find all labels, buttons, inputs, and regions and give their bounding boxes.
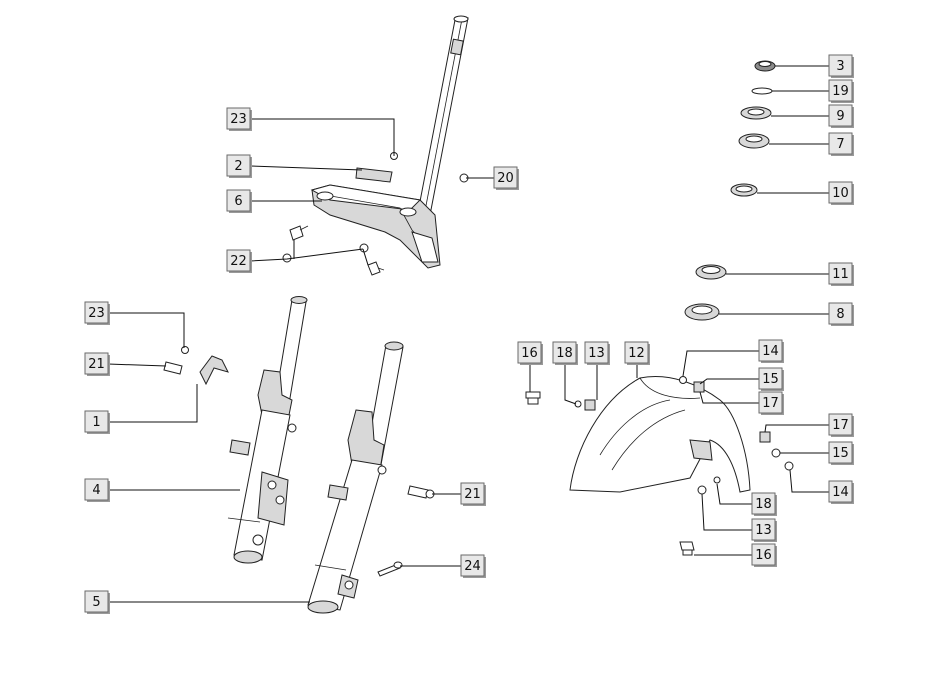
callout-text: 7 [836,137,844,152]
callout-13-top: 13 [584,341,610,365]
callout-text: 21 [88,357,105,372]
callout-21-left: 21 [84,352,110,376]
callout-text: 2 [234,159,242,174]
callout-18-top: 18 [552,341,578,365]
callout-text: 18 [556,346,573,361]
callout-text: 14 [762,344,779,359]
callout-17-top: 17 [758,391,784,415]
callout-text: 4 [92,483,100,498]
callout-text: 17 [832,418,849,433]
callout-12: 12 [624,341,650,365]
callout-text: 12 [628,346,645,361]
callout-text: 13 [755,523,772,538]
callout-text: 6 [234,194,242,209]
callout-text: 9 [836,109,844,124]
callout-8: 8 [828,302,854,326]
callout-20: 20 [493,166,519,190]
callout-5: 5 [84,590,110,614]
callout-10: 10 [828,181,854,205]
callout-text: 22 [230,254,247,269]
callout-text: 23 [88,306,105,321]
front-fender [525,376,794,556]
callout-17-right: 17 [828,413,854,437]
callout-13-bottom: 13 [751,518,777,542]
callout-text: 10 [832,186,849,201]
callout-24: 24 [460,554,486,578]
leader-lines [107,65,829,603]
callout-text: 18 [755,497,772,512]
callout-text: 19 [832,84,849,99]
callout-23-top: 23 [226,107,252,131]
callout-text: 16 [521,346,538,361]
callout-1: 1 [84,410,110,434]
callout-text: 15 [832,446,849,461]
callout-text: 14 [832,485,849,500]
callout-text: 20 [497,171,514,186]
callout-3: 3 [828,54,854,78]
callout-21-right: 21 [460,482,486,506]
steering-stem-assembly [282,15,469,276]
left-fork-leg [227,296,308,564]
callout-text: 23 [230,112,247,127]
callout-23-left: 23 [84,301,110,325]
callout-18-bottom: 18 [751,492,777,516]
callout-4: 4 [84,478,110,502]
callout-15-top: 15 [758,367,784,391]
callout-2: 2 [226,154,252,178]
bearing-stack [684,60,776,321]
callout-text: 24 [464,559,481,574]
callout-text: 11 [832,267,849,282]
callout-text: 1 [92,415,100,430]
callout-text: 3 [836,59,844,74]
fork-hardware [163,346,435,577]
callout-text: 15 [762,372,779,387]
callout-text: 17 [762,396,779,411]
callout-labels: 23 2 6 22 20 3 19 [84,54,854,614]
callout-11: 11 [828,262,854,286]
callout-19: 19 [828,79,854,103]
right-fork-leg [307,341,404,614]
callout-text: 21 [464,487,481,502]
callout-text: 16 [755,548,772,563]
callout-14-right: 14 [828,480,854,504]
callout-text: 13 [588,346,605,361]
callout-22: 22 [226,249,252,273]
callout-9: 9 [828,104,854,128]
callout-16-bottom: 16 [751,543,777,567]
callout-14-top: 14 [758,339,784,363]
callout-15-right: 15 [828,441,854,465]
callout-16-top: 16 [517,341,543,365]
callout-6: 6 [226,189,252,213]
callout-text: 8 [836,307,844,322]
callout-text: 5 [92,595,100,610]
callout-7: 7 [828,132,854,156]
